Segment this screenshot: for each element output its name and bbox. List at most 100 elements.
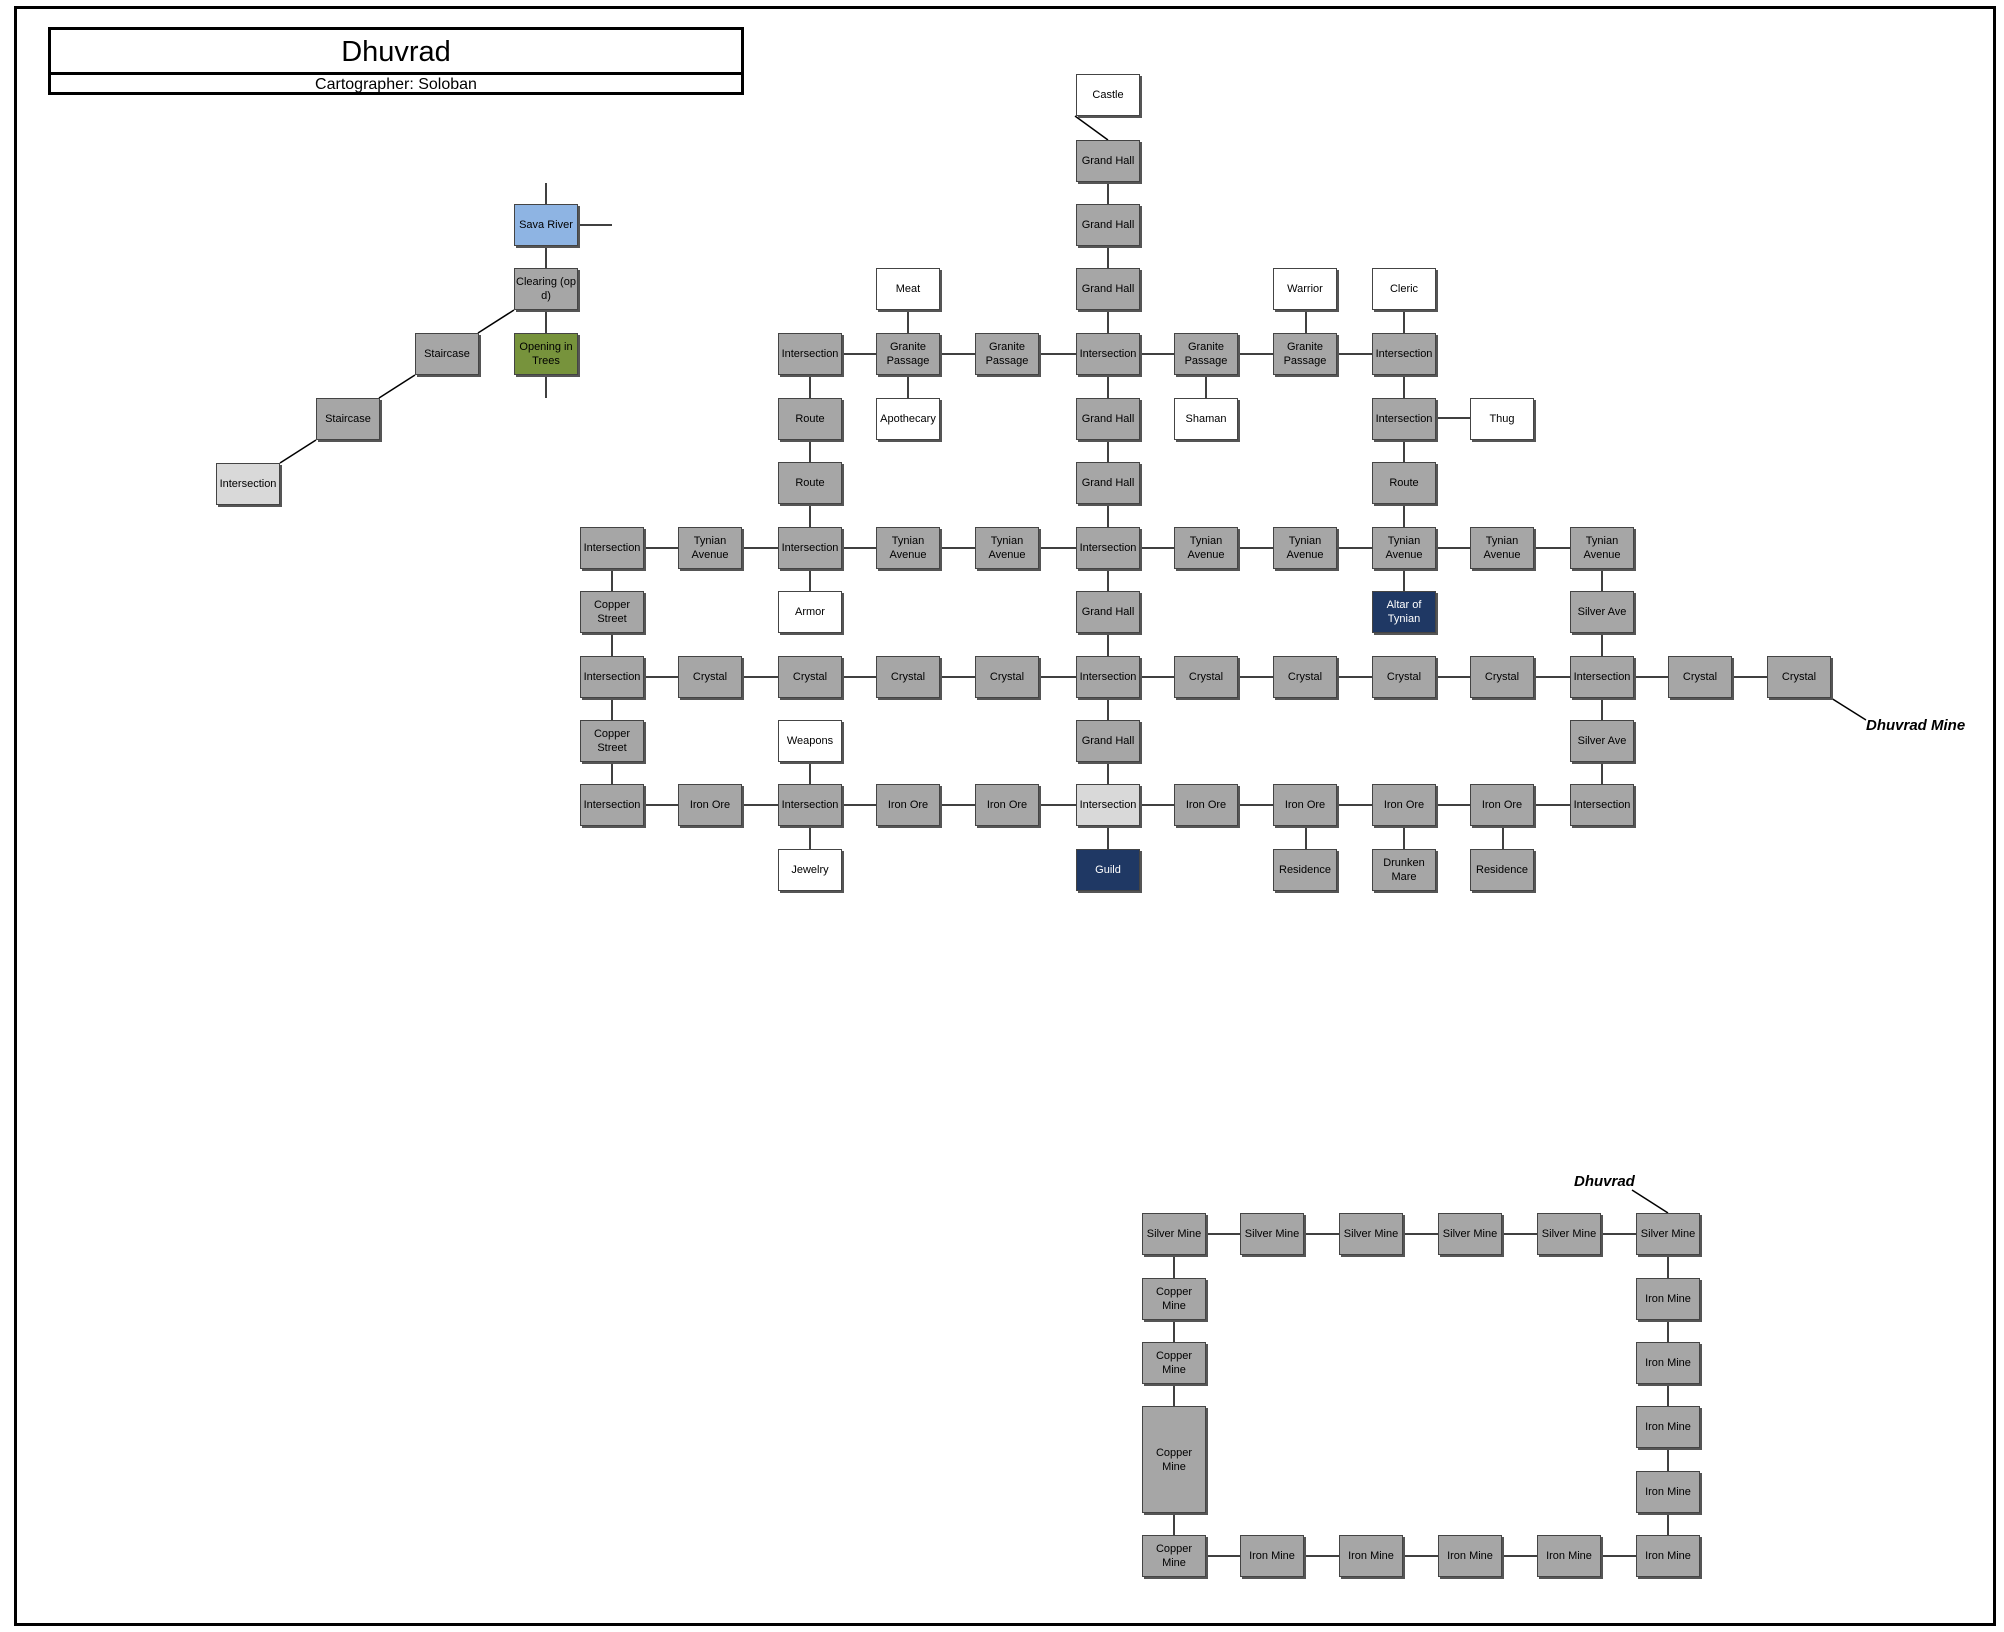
room-crystal[interactable]: Crystal <box>1668 656 1732 698</box>
room-grand-hall[interactable]: Grand Hall <box>1076 720 1140 762</box>
room-silver-ave[interactable]: Silver Ave <box>1570 720 1634 762</box>
room-route[interactable]: Route <box>778 398 842 440</box>
room-copper-mine[interactable]: Copper Mine <box>1142 1535 1206 1577</box>
room-intersection[interactable]: Intersection <box>580 784 644 826</box>
room-granite-passage[interactable]: Granite Passage <box>1273 333 1337 375</box>
room-weapons[interactable]: Weapons <box>778 720 842 762</box>
room-crystal[interactable]: Crystal <box>678 656 742 698</box>
room-intersection[interactable]: Intersection <box>1570 784 1634 826</box>
room-route[interactable]: Route <box>1372 462 1436 504</box>
room-granite-passage[interactable]: Granite Passage <box>975 333 1039 375</box>
room-iron-mine[interactable]: Iron Mine <box>1240 1535 1304 1577</box>
room-copper-street[interactable]: Copper Street <box>580 591 644 633</box>
room-granite-passage[interactable]: Granite Passage <box>876 333 940 375</box>
room-silver-mine[interactable]: Silver Mine <box>1142 1213 1206 1255</box>
room-copper-mine[interactable]: Copper Mine <box>1142 1406 1206 1513</box>
room-iron-mine[interactable]: Iron Mine <box>1636 1342 1700 1384</box>
room-intersection[interactable]: Intersection <box>1570 656 1634 698</box>
room-iron-ore[interactable]: Iron Ore <box>1470 784 1534 826</box>
room-tynian-avenue[interactable]: Tynian Avenue <box>876 527 940 569</box>
room-staircase[interactable]: Staircase <box>415 333 479 375</box>
room-tynian-avenue[interactable]: Tynian Avenue <box>1570 527 1634 569</box>
room-tynian-avenue[interactable]: Tynian Avenue <box>678 527 742 569</box>
room-silver-mine[interactable]: Silver Mine <box>1240 1213 1304 1255</box>
exit-label-dhuvrad[interactable]: Dhuvrad <box>1574 1173 1635 1190</box>
room-intersection[interactable]: Intersection <box>778 527 842 569</box>
room-intersection[interactable]: Intersection <box>216 463 280 505</box>
room-opening-in-trees[interactable]: Opening in Trees <box>514 333 578 375</box>
room-iron-mine[interactable]: Iron Mine <box>1537 1535 1601 1577</box>
room-iron-mine[interactable]: Iron Mine <box>1636 1278 1700 1320</box>
room-intersection[interactable]: Intersection <box>580 527 644 569</box>
room-grand-hall[interactable]: Grand Hall <box>1076 268 1140 310</box>
room-tynian-avenue[interactable]: Tynian Avenue <box>1273 527 1337 569</box>
room-castle[interactable]: Castle <box>1076 74 1140 116</box>
room-grand-hall[interactable]: Grand Hall <box>1076 462 1140 504</box>
room-copper-mine[interactable]: Copper Mine <box>1142 1342 1206 1384</box>
room-silver-mine[interactable]: Silver Mine <box>1537 1213 1601 1255</box>
room-tynian-avenue[interactable]: Tynian Avenue <box>1372 527 1436 569</box>
room-sava-river[interactable]: Sava River <box>514 204 578 246</box>
room-silver-mine[interactable]: Silver Mine <box>1339 1213 1403 1255</box>
room-shaman[interactable]: Shaman <box>1174 398 1238 440</box>
room-crystal[interactable]: Crystal <box>975 656 1039 698</box>
room-route[interactable]: Route <box>778 462 842 504</box>
room-crystal[interactable]: Crystal <box>1372 656 1436 698</box>
room-residence[interactable]: Residence <box>1470 849 1534 891</box>
room-jewelry[interactable]: Jewelry <box>778 849 842 891</box>
room-iron-ore[interactable]: Iron Ore <box>1174 784 1238 826</box>
room-meat[interactable]: Meat <box>876 268 940 310</box>
room-grand-hall[interactable]: Grand Hall <box>1076 591 1140 633</box>
room-iron-mine[interactable]: Iron Mine <box>1636 1535 1700 1577</box>
room-iron-ore[interactable]: Iron Ore <box>876 784 940 826</box>
room-crystal[interactable]: Crystal <box>1174 656 1238 698</box>
room-silver-ave[interactable]: Silver Ave <box>1570 591 1634 633</box>
room-intersection[interactable]: Intersection <box>1076 527 1140 569</box>
room-copper-street[interactable]: Copper Street <box>580 720 644 762</box>
room-crystal[interactable]: Crystal <box>876 656 940 698</box>
room-tynian-avenue[interactable]: Tynian Avenue <box>975 527 1039 569</box>
room-iron-ore[interactable]: Iron Ore <box>1273 784 1337 826</box>
room-crystal[interactable]: Crystal <box>1470 656 1534 698</box>
room-iron-ore[interactable]: Iron Ore <box>975 784 1039 826</box>
room-silver-mine[interactable]: Silver Mine <box>1438 1213 1502 1255</box>
room-crystal[interactable]: Crystal <box>1273 656 1337 698</box>
room-intersection[interactable]: Intersection <box>778 333 842 375</box>
room-grand-hall[interactable]: Grand Hall <box>1076 398 1140 440</box>
room-tynian-avenue[interactable]: Tynian Avenue <box>1470 527 1534 569</box>
room-warrior[interactable]: Warrior <box>1273 268 1337 310</box>
room-cleric[interactable]: Cleric <box>1372 268 1436 310</box>
room-iron-mine[interactable]: Iron Mine <box>1636 1471 1700 1513</box>
room-granite-passage[interactable]: Granite Passage <box>1174 333 1238 375</box>
room-intersection[interactable]: Intersection <box>778 784 842 826</box>
room-crystal[interactable]: Crystal <box>778 656 842 698</box>
room-guild[interactable]: Guild <box>1076 849 1140 891</box>
room-intersection[interactable]: Intersection <box>1076 784 1140 826</box>
room-silver-mine[interactable]: Silver Mine <box>1636 1213 1700 1255</box>
room-iron-ore[interactable]: Iron Ore <box>678 784 742 826</box>
exit-label-dhuvrad-mine[interactable]: Dhuvrad Mine <box>1866 717 1966 734</box>
room-tynian-avenue[interactable]: Tynian Avenue <box>1174 527 1238 569</box>
room-intersection[interactable]: Intersection <box>1076 333 1140 375</box>
room-crystal[interactable]: Crystal <box>1767 656 1831 698</box>
room-altar-of-tynian[interactable]: Altar of Tynian <box>1372 591 1436 633</box>
room-armor[interactable]: Armor <box>778 591 842 633</box>
room-residence[interactable]: Residence <box>1273 849 1337 891</box>
room-intersection[interactable]: Intersection <box>1076 656 1140 698</box>
room-intersection[interactable]: Intersection <box>580 656 644 698</box>
room-clearing[interactable]: Clearing (op d) <box>514 268 578 310</box>
room-iron-mine[interactable]: Iron Mine <box>1636 1406 1700 1448</box>
room-iron-ore[interactable]: Iron Ore <box>1372 784 1436 826</box>
room-staircase[interactable]: Staircase <box>316 398 380 440</box>
room-drunken-mare[interactable]: Drunken Mare <box>1372 849 1436 891</box>
room-grand-hall[interactable]: Grand Hall <box>1076 140 1140 182</box>
room-copper-mine[interactable]: Copper Mine <box>1142 1278 1206 1320</box>
room-intersection[interactable]: Intersection <box>1372 333 1436 375</box>
room-iron-mine[interactable]: Iron Mine <box>1438 1535 1502 1577</box>
room-apothecary[interactable]: Apothecary <box>876 398 940 440</box>
room-iron-mine[interactable]: Iron Mine <box>1339 1535 1403 1577</box>
room-thug[interactable]: Thug <box>1470 398 1534 440</box>
room-grand-hall[interactable]: Grand Hall <box>1076 204 1140 246</box>
room-intersection[interactable]: Intersection <box>1372 398 1436 440</box>
